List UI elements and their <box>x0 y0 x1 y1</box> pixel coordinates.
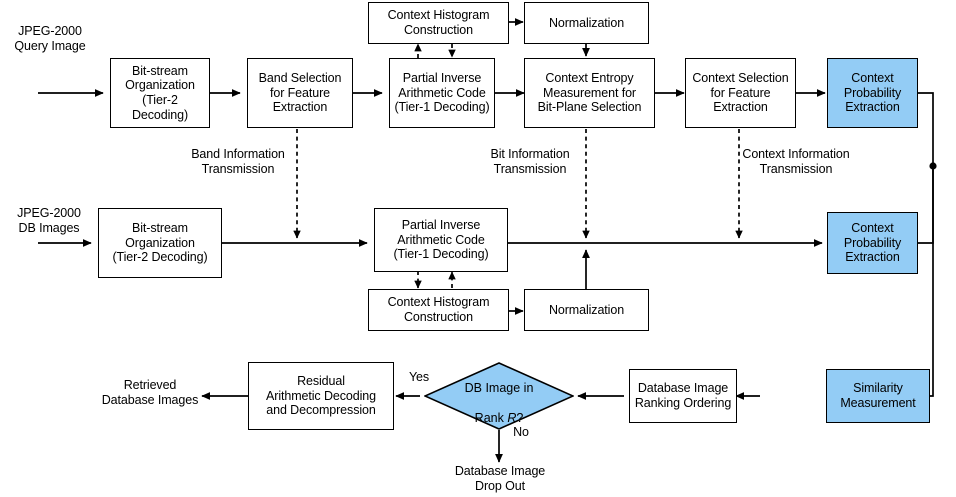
node-db-bitstream[interactable]: Bit-stream Organization (Tier-2 Decoding… <box>98 208 222 278</box>
node-label: Band Selection for Feature Extraction <box>258 70 342 115</box>
node-label: Context Selection for Feature Extraction <box>692 70 789 115</box>
node-label: Partial Inverse Arithmetic Code (Tier-1 … <box>394 70 490 115</box>
node-ranking-ordering[interactable]: Database Image Ranking Ordering <box>629 369 737 423</box>
node-context-entropy[interactable]: Context Entropy Measurement for Bit-Plan… <box>524 58 655 128</box>
node-label: Normalization <box>548 15 625 30</box>
transmission-label-context: Context Information Transmission <box>742 147 850 176</box>
node-label: Normalization <box>548 302 625 317</box>
decision-label: DB Image in Rank R? <box>424 362 574 430</box>
node-label: Context Probability Extraction <box>843 70 902 115</box>
output-label-retrieved: Retrieved Database Images <box>101 378 199 407</box>
decision-label-suffix: ? <box>516 411 524 425</box>
decision-shape <box>424 362 574 430</box>
node-query-normalization[interactable]: Normalization <box>524 2 649 44</box>
node-label: Context Entropy Measurement for Bit-Plan… <box>537 70 642 115</box>
node-label: Residual Arithmetic Decoding and Decompr… <box>266 373 376 418</box>
decision-rank[interactable]: DB Image in Rank R? <box>424 362 574 430</box>
node-label: Context Histogram Construction <box>387 8 490 37</box>
node-db-normalization[interactable]: Normalization <box>524 289 649 331</box>
decision-label-line1: DB Image in <box>464 381 534 395</box>
node-db-partial-inverse[interactable]: Partial Inverse Arithmetic Code (Tier-1 … <box>374 208 508 272</box>
decision-label-rank-symbol: R <box>507 411 517 425</box>
node-label: Similarity Measurement <box>840 381 916 410</box>
decision-label-prefix: Rank <box>474 411 508 425</box>
node-residual-decoding[interactable]: Residual Arithmetic Decoding and Decompr… <box>248 362 394 430</box>
node-label: Bit-stream Organization (Tier-2 Decoding… <box>112 220 208 265</box>
decision-no-label: No <box>513 425 529 439</box>
node-label: Partial Inverse Arithmetic Code (Tier-1 … <box>393 217 489 262</box>
node-similarity-measurement[interactable]: Similarity Measurement <box>826 369 930 423</box>
node-label: Bit-stream Organization (Tier-2 Decoding… <box>125 63 195 122</box>
node-band-selection[interactable]: Band Selection for Feature Extraction <box>247 58 353 128</box>
node-db-context-histogram[interactable]: Context Histogram Construction <box>368 289 509 331</box>
node-query-context-probability[interactable]: Context Probability Extraction <box>827 58 918 128</box>
input-label-query: JPEG-2000 Query Image <box>14 24 86 53</box>
input-label-db: JPEG-2000 DB Images <box>17 206 81 235</box>
node-label: Context Probability Extraction <box>843 220 902 265</box>
node-db-context-probability[interactable]: Context Probability Extraction <box>827 212 918 274</box>
transmission-label-bit: Bit Information Transmission <box>490 147 570 176</box>
decision-yes-label: Yes <box>408 370 430 384</box>
node-context-selection[interactable]: Context Selection for Feature Extraction <box>685 58 796 128</box>
node-query-partial-inverse[interactable]: Partial Inverse Arithmetic Code (Tier-1 … <box>389 58 495 128</box>
transmission-label-band: Band Information Transmission <box>191 147 285 176</box>
output-label-dropout: Database Image Drop Out <box>454 464 546 493</box>
node-query-bitstream[interactable]: Bit-stream Organization (Tier-2 Decoding… <box>110 58 210 128</box>
node-query-context-histogram[interactable]: Context Histogram Construction <box>368 2 509 44</box>
node-label: Context Histogram Construction <box>387 295 490 324</box>
node-label: Database Image Ranking Ordering <box>634 381 732 410</box>
